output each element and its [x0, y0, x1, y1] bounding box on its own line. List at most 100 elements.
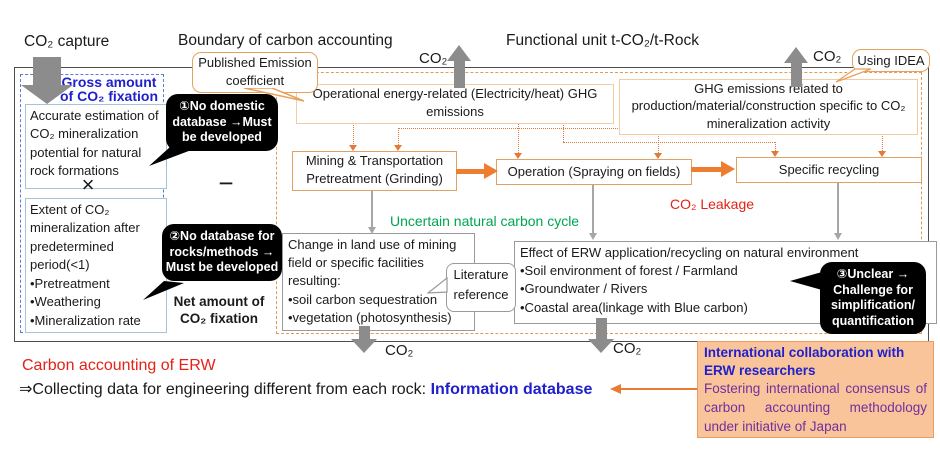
co2-down-arrow-left-icon — [351, 326, 377, 353]
using-idea-callout: Using IDEA — [852, 49, 930, 72]
net-amount-line1: Net amount of — [173, 294, 265, 309]
erw-effect-text: Effect of ERW application/recycling on n… — [520, 245, 859, 260]
connector-prod-to-recycling — [882, 133, 883, 151]
operational-ghg-box: Operational energy-related (Electricity/… — [296, 84, 614, 124]
operation-to-recycling-arrowhead — [721, 161, 735, 177]
note2-line3: Must be developed — [165, 260, 279, 274]
intl-to-database-arrow — [620, 388, 697, 390]
erw-effect-bullet-3: •Coastal area(linkage with Blue carbon) — [520, 299, 748, 315]
connector-op-to-mining-head — [349, 145, 357, 151]
note3-line1: ③Unclear → — [836, 267, 910, 281]
literature-line2: reference — [453, 286, 509, 302]
connector-op-to-operation-head — [514, 153, 522, 159]
note3-line2: Challenge for — [833, 282, 913, 297]
connector-op-to-operation — [518, 123, 519, 153]
mineralization-extent-box: Extent of CO₂ mineralization after prede… — [25, 198, 167, 333]
literature-reference-callout-tail — [427, 277, 448, 294]
mining-to-operation-arrow — [456, 169, 486, 174]
co2-in-left-label: CO₂ — [385, 342, 414, 359]
land-use-text: Change in land use of mining field or sp… — [288, 237, 457, 289]
note2-bubble-tail — [143, 281, 184, 300]
mining-box: Mining & Transportation Pretreatment (Gr… — [292, 151, 457, 191]
operation-to-effect-head — [589, 233, 597, 240]
minus-sign: − — [218, 168, 234, 198]
gross-amount-line1: Gross amount — [61, 74, 157, 90]
co2-capture-arrow-icon — [21, 57, 73, 104]
co2-out-right-label: CO₂ — [813, 48, 842, 65]
co2-capture-label: CO₂ capture — [24, 33, 110, 50]
boundary-title: Boundary of carbon accounting — [178, 32, 393, 49]
note3-line3: simplification/ — [830, 298, 916, 312]
footer-title: Carbon accounting of ERW — [22, 357, 216, 374]
extent-bullet-1: •Pretreatment — [30, 275, 110, 291]
co2-down-arrow-right-icon — [588, 318, 614, 353]
production-ghg-box: GHG emissions related to production/mate… — [619, 79, 918, 135]
published-emission-line2: coefficient — [225, 72, 285, 88]
connector-prod-to-mining-v — [398, 128, 399, 145]
using-idea-callout-tail — [835, 68, 872, 83]
intl-collaboration-box: International collaboration with ERW res… — [697, 341, 934, 438]
note3-bubble: ③Unclear → Challenge for simplification/… — [820, 262, 926, 334]
connector-op-to-recycling-head — [771, 151, 779, 157]
recycling-to-effect-head — [834, 233, 842, 240]
operation-box: Operation (Spraying on fields) — [496, 159, 692, 185]
connector-prod-to-operation — [658, 133, 659, 153]
land-use-bullet-1: •soil carbon sequestration — [288, 291, 438, 307]
note3-bubble-tail — [790, 272, 822, 290]
connector-op-to-mining — [353, 123, 354, 146]
operation-to-effect-line — [592, 184, 594, 234]
land-use-change-box: Change in land use of mining field or sp… — [282, 233, 475, 331]
note1-bubble: ①No domestic database →Must be developed — [166, 94, 278, 151]
co2-leakage-label: CO₂ Leakage — [670, 196, 755, 212]
intl-to-database-arrowhead — [610, 384, 621, 394]
note2-line2: rocks/methods → — [169, 244, 275, 259]
co2-up-arrow-left-icon — [447, 45, 472, 88]
functional-unit-label: Functional unit t-CO₂/t-Rock — [506, 32, 699, 49]
land-use-bullet-2: •vegetation (photosynthesis) — [288, 309, 452, 325]
connector-prod-to-recycling-head — [878, 151, 886, 157]
intl-collaboration-bold: International collaboration with ERW res… — [704, 345, 905, 378]
boundary-frame — [14, 67, 929, 342]
connector-op-to-recycling-h — [563, 142, 775, 143]
mining-to-operation-arrowhead — [484, 163, 498, 179]
footer-collect-line: ⇒Collecting data for engineering differe… — [19, 379, 592, 399]
recycling-to-effect-line — [837, 182, 839, 234]
intl-collaboration-body: Fostering international consensus of car… — [704, 381, 927, 435]
gross-amount-label: Gross amount of CO₂ fixation — [56, 75, 162, 104]
note2-line1: ②No database for — [169, 229, 275, 243]
literature-reference-callout: Literature reference — [446, 263, 516, 312]
uncertain-cycle-label: Uncertain natural carbon cycle — [390, 213, 580, 229]
literature-line1: Literature — [453, 267, 509, 282]
connector-op-to-recycling-v2 — [775, 142, 776, 151]
multiply-sign: × — [81, 172, 95, 197]
co2-up-arrow-right-icon — [784, 47, 809, 87]
erw-effect-bullet-2: •Groundwater / Rivers — [520, 281, 648, 297]
mining-to-landuse-head — [368, 227, 376, 234]
note2-bubble: ②No database for rocks/methods → Must be… — [162, 224, 282, 281]
extent-text: Extent of CO₂ mineralization after prede… — [30, 202, 140, 273]
extent-bullet-2: •Weathering — [30, 294, 101, 310]
note1-line1: ①No domestic — [179, 99, 265, 113]
gross-amount-line2: of CO₂ fixation — [60, 88, 158, 105]
published-emission-callout-tail — [243, 88, 305, 102]
mining-to-landuse-line — [371, 190, 373, 228]
footer-collect-prefix: ⇒Collecting data for engineering differe… — [19, 381, 431, 398]
extent-bullet-3: •Mineralization rate — [30, 312, 141, 328]
co2-out-left-label: CO₂ — [419, 50, 448, 67]
published-emission-line1: Published Emission — [198, 55, 312, 70]
published-emission-callout: Published Emission coefficient — [192, 52, 318, 93]
note1-line2: database →Must — [172, 114, 272, 129]
note3-line4: quantification — [832, 313, 914, 328]
potential-estimation-box: Accurate estimation of CO₂ mineralizatio… — [25, 104, 167, 189]
note1-bubble-tail — [149, 147, 194, 166]
operation-to-recycling-arrow — [691, 167, 723, 172]
erw-effect-bullet-1: •Soil environment of forest / Farmland — [520, 263, 738, 279]
net-amount-label: Net amount of CO₂ fixation — [166, 294, 272, 328]
note1-line3: be developed — [182, 130, 262, 144]
co2-in-right-label: CO₂ — [613, 340, 642, 357]
connector-op-to-recycling-v1 — [563, 123, 564, 142]
recycling-box: Specific recycling — [736, 157, 922, 183]
connector-prod-to-mining-h — [398, 128, 620, 129]
information-database-label: Information database — [430, 381, 593, 398]
